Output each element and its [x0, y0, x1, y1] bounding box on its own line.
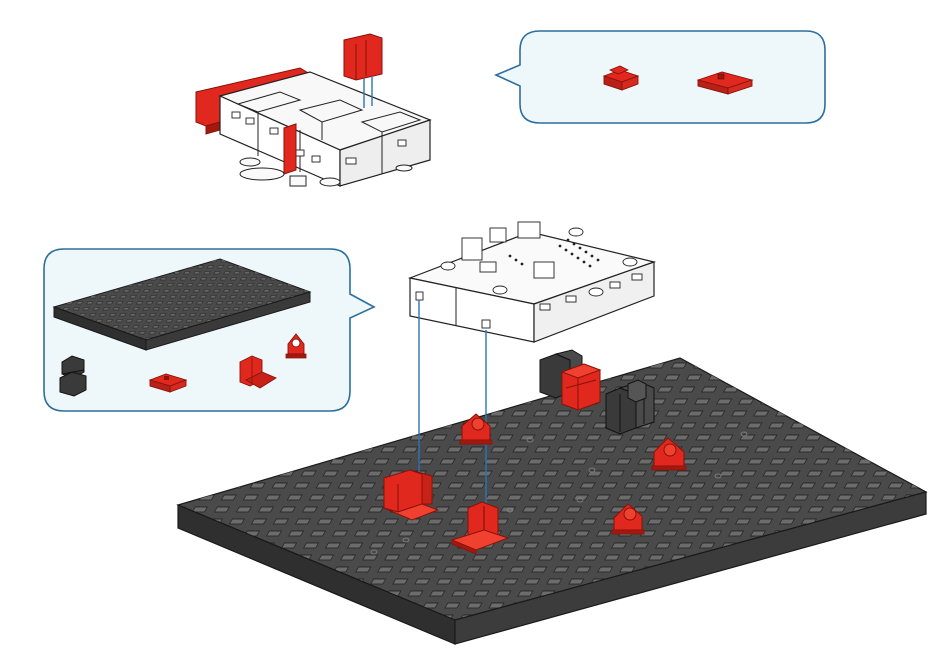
- top-frame-assembly: [196, 34, 430, 186]
- left-callout: [44, 249, 374, 411]
- red-inserted-clip: [284, 124, 296, 174]
- controller-board: [410, 222, 654, 342]
- black-block-stack-icon: [60, 356, 86, 396]
- red-double-block-on-plate: [562, 364, 600, 410]
- top-callout: [496, 31, 825, 123]
- red-double-connector: [344, 34, 382, 80]
